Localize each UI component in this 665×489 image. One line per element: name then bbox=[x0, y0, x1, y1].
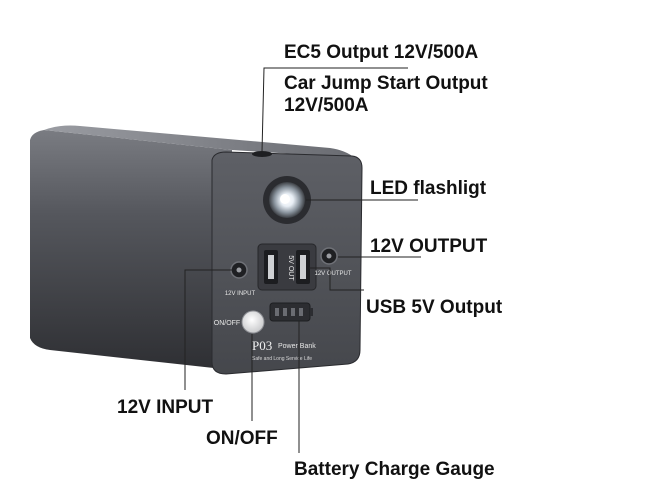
ec5-port bbox=[252, 151, 272, 157]
body-top-face bbox=[44, 125, 355, 158]
callout-usb-5v-output: USB 5V Output bbox=[366, 297, 503, 318]
callout-ec5-output: EC5 Output 12V/500A bbox=[284, 42, 479, 63]
model-label: P03 Power Bank Safe and Long Service Lif… bbox=[252, 338, 316, 362]
gauge-led bbox=[275, 308, 279, 316]
model-tagline: Safe and Long Service Life bbox=[252, 356, 312, 362]
leader-ec5 bbox=[261, 67, 408, 153]
model-suffix: Power Bank bbox=[278, 343, 316, 350]
power-button bbox=[241, 310, 265, 334]
power-switch-label: ON/OFF bbox=[214, 320, 240, 327]
body-side-face bbox=[30, 130, 232, 370]
gauge-led bbox=[291, 308, 295, 316]
gauge-led bbox=[299, 308, 303, 316]
callout-input-12v: 12V INPUT bbox=[117, 397, 214, 418]
usb-output-block: 5V OUT bbox=[257, 243, 317, 291]
callout-battery-gauge: Battery Charge Gauge bbox=[294, 459, 495, 480]
gauge-led bbox=[283, 308, 287, 316]
callout-car-jump-start: Car Jump Start Output 12V/500A bbox=[284, 73, 488, 116]
usb-out-label: 5V OUT bbox=[287, 255, 294, 281]
callout-on-off: ON/OFF bbox=[206, 428, 278, 449]
power-switch: ON/OFF bbox=[214, 310, 265, 334]
input-12v-port-label: 12V INPUT bbox=[225, 291, 256, 297]
leader-usb bbox=[309, 267, 364, 291]
model-name: P03 bbox=[252, 338, 272, 353]
callout-led-flashlight: LED flashligt bbox=[370, 178, 487, 199]
battery-gauge-leds bbox=[275, 308, 303, 316]
leader-lines bbox=[184, 67, 421, 453]
output-12v-port-label: 12V OUTPUT bbox=[314, 271, 351, 277]
leader-input-12v bbox=[184, 269, 232, 390]
led-flashlight bbox=[263, 176, 311, 224]
output-12v-jack: 12V OUTPUT bbox=[314, 247, 352, 277]
battery-gauge bbox=[269, 302, 313, 322]
callout-output-12v: 12V OUTPUT bbox=[370, 236, 488, 257]
